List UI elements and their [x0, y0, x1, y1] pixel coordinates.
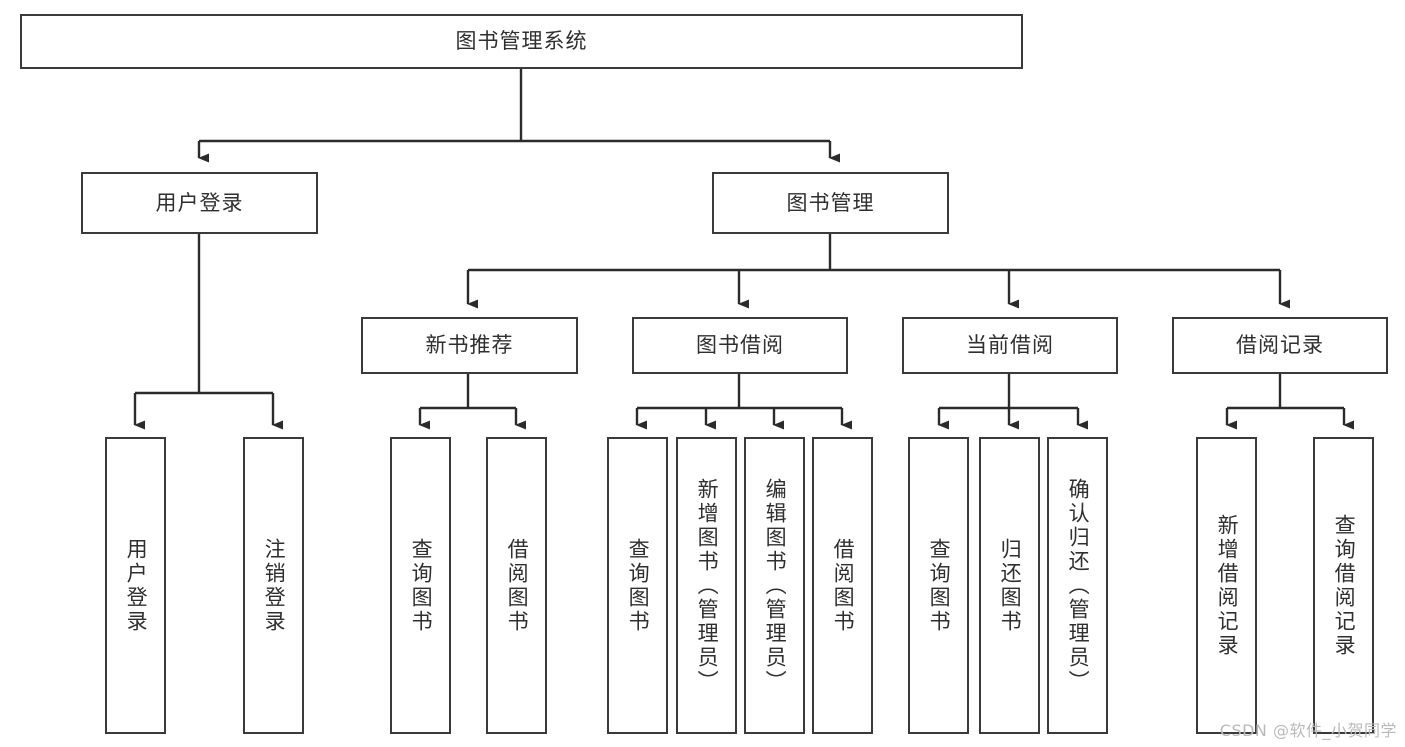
- node-leaf-logout-login[interactable]: 注销登录: [243, 437, 304, 734]
- node-user-login[interactable]: 用户登录: [81, 172, 318, 234]
- node-root[interactable]: 图书管理系统: [20, 14, 1023, 69]
- node-leaf-query-book-1-label: 查询图书: [409, 537, 434, 634]
- node-leaf-borrow-book-2[interactable]: 借阅图书: [812, 437, 873, 734]
- node-leaf-query-book-3[interactable]: 查询图书: [908, 437, 969, 734]
- node-book-management-label: 图书管理: [786, 190, 875, 215]
- node-leaf-add-book-label: 新增图书（管理员）: [695, 477, 720, 694]
- node-leaf-user-login-label: 用户登录: [124, 537, 149, 634]
- node-book-borrow[interactable]: 图书借阅: [632, 317, 848, 374]
- node-leaf-borrow-book-2-label: 借阅图书: [831, 537, 856, 634]
- node-new-book-recommend-label: 新书推荐: [425, 333, 514, 358]
- node-user-login-label: 用户登录: [155, 190, 244, 215]
- node-current-borrow[interactable]: 当前借阅: [902, 317, 1118, 374]
- node-borrow-record[interactable]: 借阅记录: [1172, 317, 1388, 374]
- node-root-label: 图书管理系统: [455, 29, 588, 54]
- node-leaf-query-book-3-label: 查询图书: [927, 537, 952, 634]
- node-leaf-query-book-2-label: 查询图书: [626, 537, 651, 634]
- node-leaf-user-login[interactable]: 用户登录: [105, 437, 166, 734]
- node-leaf-return-book-label: 归还图书: [998, 537, 1023, 634]
- watermark-text: CSDN @软件_小贺同学: [1219, 721, 1397, 740]
- node-leaf-query-book-1[interactable]: 查询图书: [390, 437, 451, 734]
- node-leaf-confirm-return[interactable]: 确认归还（管理员）: [1047, 437, 1108, 734]
- node-leaf-confirm-return-label: 确认归还（管理员）: [1066, 477, 1091, 694]
- node-book-borrow-label: 图书借阅: [696, 333, 784, 358]
- node-leaf-return-book[interactable]: 归还图书: [979, 437, 1040, 734]
- node-leaf-add-record[interactable]: 新增借阅记录: [1196, 437, 1257, 734]
- node-borrow-record-label: 借阅记录: [1236, 333, 1324, 358]
- node-leaf-add-record-label: 新增借阅记录: [1215, 513, 1240, 658]
- node-leaf-edit-book-label: 编辑图书（管理员）: [763, 477, 788, 694]
- node-leaf-borrow-book-1[interactable]: 借阅图书: [486, 437, 547, 734]
- node-new-book-recommend[interactable]: 新书推荐: [361, 317, 578, 374]
- node-leaf-borrow-book-1-label: 借阅图书: [505, 537, 530, 634]
- node-book-management[interactable]: 图书管理: [712, 172, 949, 234]
- node-leaf-add-book[interactable]: 新增图书（管理员）: [676, 437, 737, 734]
- node-current-borrow-label: 当前借阅: [966, 333, 1054, 358]
- node-leaf-edit-book[interactable]: 编辑图书（管理员）: [744, 437, 805, 734]
- node-leaf-logout-login-label: 注销登录: [262, 537, 287, 634]
- node-leaf-query-record-label: 查询借阅记录: [1332, 513, 1357, 658]
- node-leaf-query-record[interactable]: 查询借阅记录: [1313, 437, 1374, 734]
- node-leaf-query-book-2[interactable]: 查询图书: [607, 437, 668, 734]
